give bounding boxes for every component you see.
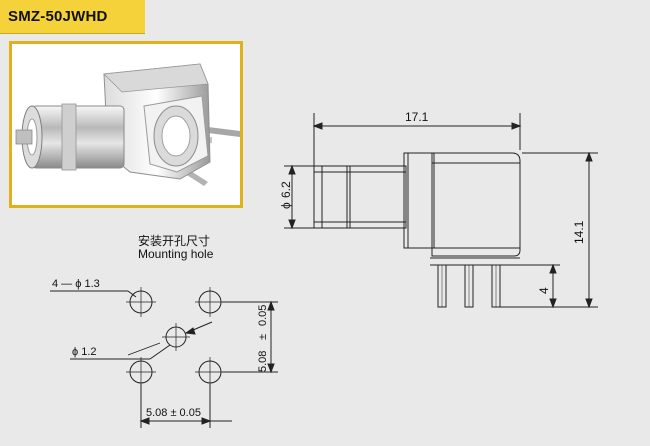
pin-length-label: 4 [537, 287, 551, 294]
vertical-pitch-base: 5.08 [257, 351, 269, 372]
height-label: 14.1 [572, 220, 586, 244]
connector-photo-icon [15, 63, 240, 186]
connector-side-view [313, 152, 521, 308]
diameter-dimension [284, 164, 314, 230]
outer-holes-label: 4 — ϕ 1.3 [52, 278, 100, 290]
length-label: 17.1 [405, 110, 429, 124]
product-photo [9, 41, 243, 208]
diameter-symbol: ϕ [279, 202, 293, 209]
mounting-hole-title-en: Mounting hole [138, 247, 214, 261]
pin-length-dimension [520, 263, 560, 309]
part-number-tab: SMZ-50JWHD [0, 0, 145, 34]
vertical-pitch-dimension [222, 300, 278, 374]
vertical-pitch-tol: 0.05 [257, 305, 269, 326]
height-dimension [500, 151, 598, 309]
length-dimension [312, 113, 522, 166]
mounting-hole-title-cn: 安装开孔尺寸 [138, 233, 210, 248]
vertical-pitch-pm: ± [257, 334, 269, 340]
horizontal-pitch-dimension [139, 384, 232, 428]
diameter-label: 6.2 [279, 181, 293, 198]
center-hole-label: ϕ 1.2 [72, 346, 97, 358]
horizontal-pitch-label: 5.08 ± 0.05 [146, 407, 201, 419]
mounting-hole-pattern [50, 287, 225, 387]
part-number-label: SMZ-50JWHD [8, 8, 108, 25]
